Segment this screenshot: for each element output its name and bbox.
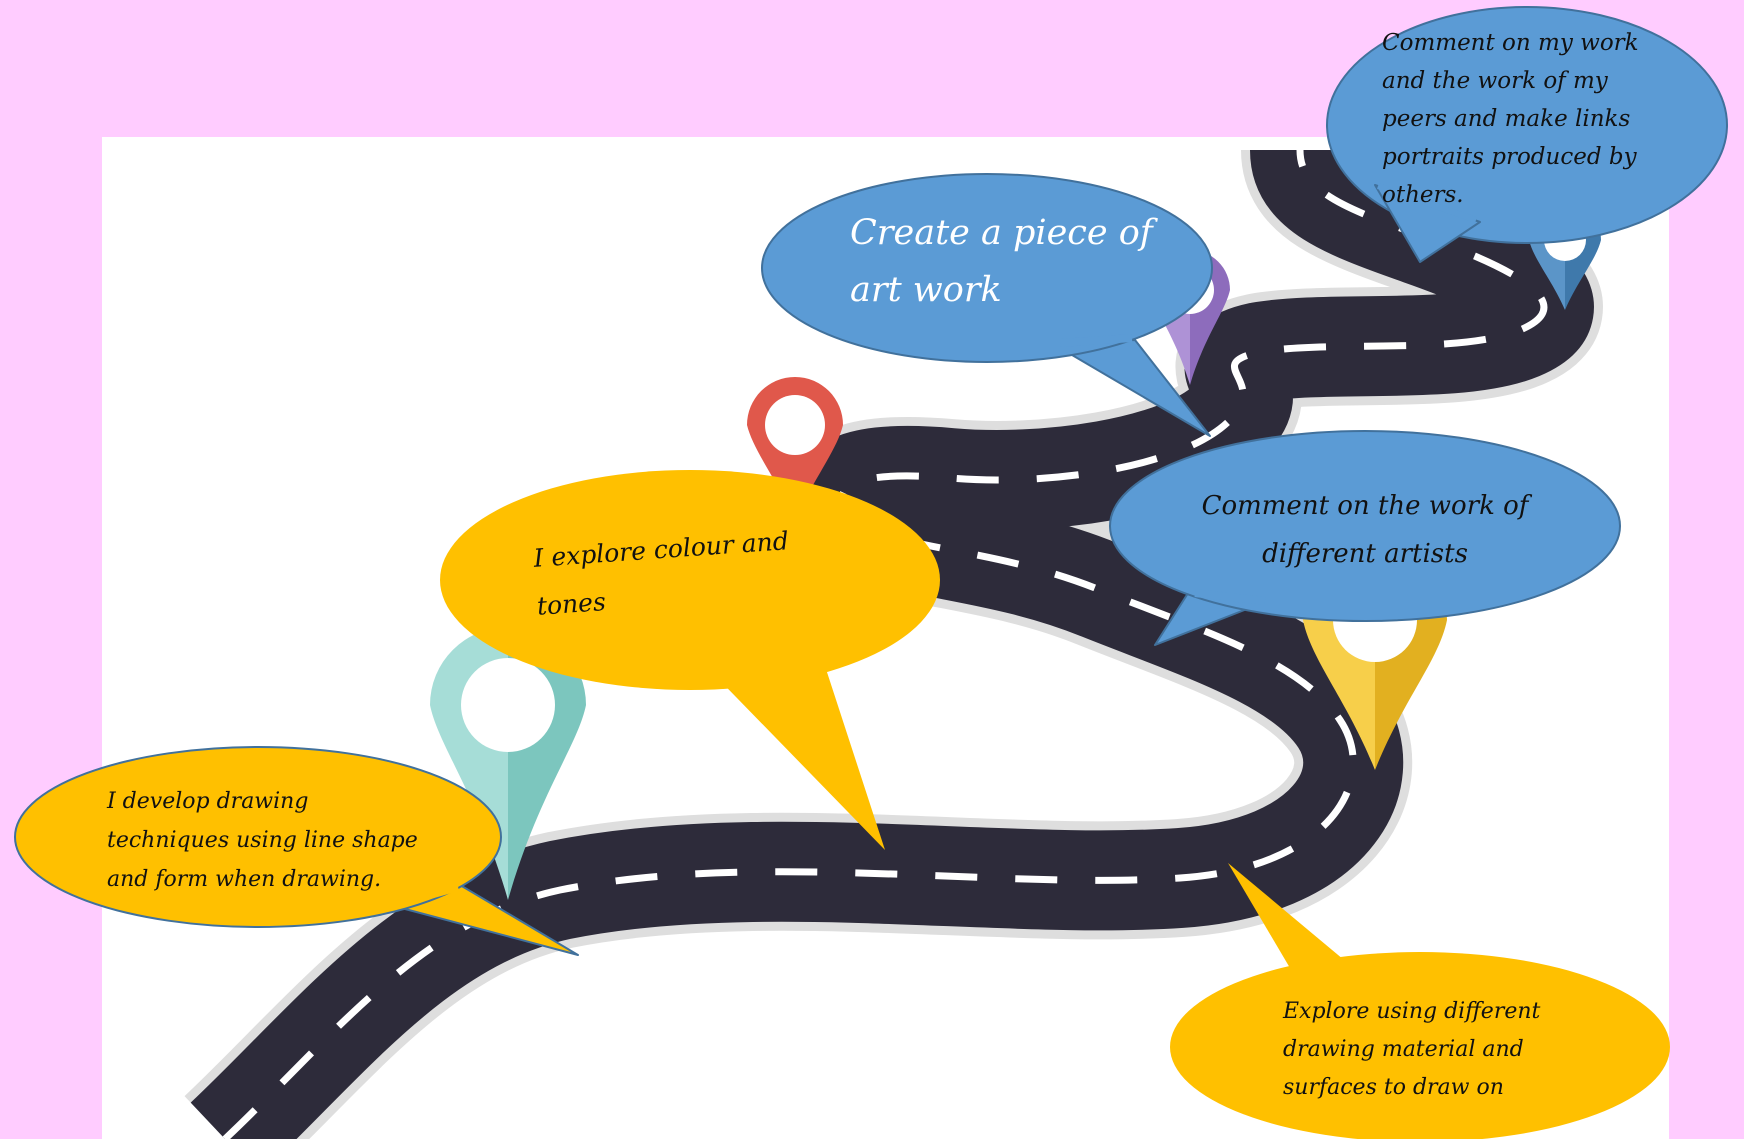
text-line: Comment on the work of: [1201, 491, 1529, 521]
explore-colour-text: I explore colour and tones: [532, 517, 794, 631]
bubble-drawing-techniques: [14, 746, 579, 956]
text-line: art work: [850, 270, 1002, 310]
text-line: peers and make links: [1382, 106, 1631, 132]
drawing-techniques-text: I develop drawing techniques using line …: [107, 782, 418, 899]
text-line: different artists: [1262, 539, 1468, 569]
text-line: surfaces to draw on: [1283, 1075, 1504, 1100]
text-line: I develop drawing: [107, 789, 309, 814]
bubble-comment-peers: [1326, 6, 1728, 263]
text-line: Explore using different: [1283, 999, 1541, 1024]
text-line: Create a piece of: [850, 213, 1153, 253]
bubble-create-art: [761, 173, 1213, 437]
bubble-drawing-materials: [1170, 863, 1670, 1139]
text-line: techniques using line shape: [107, 828, 418, 853]
text-line: and form when drawing.: [107, 867, 382, 892]
drawing-materials-text: Explore using different drawing material…: [1283, 993, 1540, 1107]
text-line: portraits produced by: [1382, 144, 1637, 170]
text-line: Comment on my work: [1382, 30, 1639, 56]
comment-peers-text: Comment on my work and the work of my pe…: [1382, 24, 1639, 214]
comment-artists-text: Comment on the work of different artists: [1150, 482, 1580, 578]
bubble-comment-artists: [1109, 430, 1621, 646]
text-line: and the work of my: [1382, 68, 1608, 94]
create-art-text: Create a piece of art work: [850, 205, 1153, 319]
red-pin-icon: [747, 377, 843, 520]
text-line: others.: [1382, 182, 1464, 208]
text-line: drawing material and: [1283, 1037, 1524, 1062]
bubble-explore-colour: [440, 470, 940, 850]
teal-pin-icon: [430, 627, 586, 900]
